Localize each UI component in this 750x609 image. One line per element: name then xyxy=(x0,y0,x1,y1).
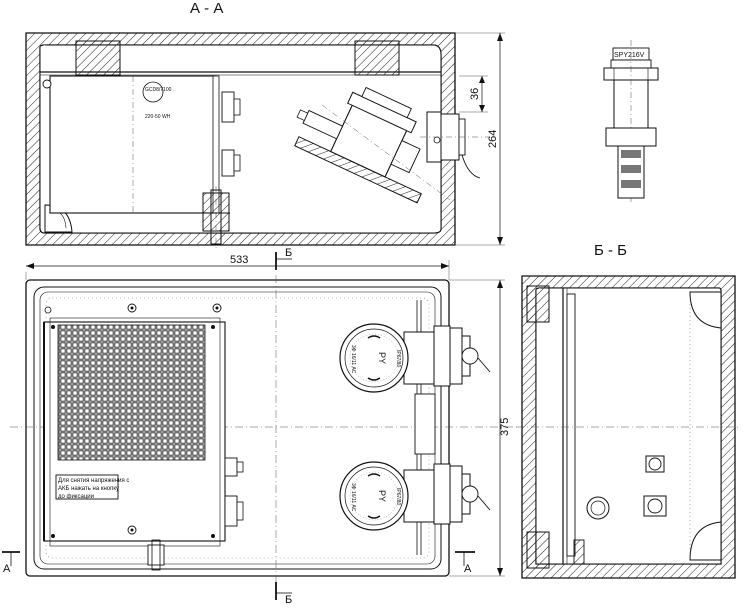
socket-2: PY 3Ф 16/11 АС IP67/80 xyxy=(339,461,491,531)
svg-text:GCD8/7100: GCD8/7100 xyxy=(145,87,172,93)
spy216v-label: SPY216V xyxy=(614,52,645,59)
svg-text:IP67/80: IP67/80 xyxy=(395,488,401,505)
cut-a-right: A xyxy=(464,563,472,575)
socket-1: PY 3Ф 16/11 АС IP67/80 xyxy=(339,323,491,393)
dim-36: 36 xyxy=(469,88,481,100)
warning-plate xyxy=(55,474,119,500)
socket-1-label: PY xyxy=(377,352,387,364)
dim-264: 264 xyxy=(487,130,499,148)
warning-line-1: Для снятия напряжения с xyxy=(58,478,129,484)
spy216v-component: SPY216V xyxy=(603,40,659,205)
cut-b-bottom: Б xyxy=(285,594,292,606)
dim-533: 533 xyxy=(230,254,248,266)
section-bb-title: Б - Б xyxy=(594,242,627,259)
warning-line-2: АКБ нажать на кнопку xyxy=(58,486,119,492)
section-aa: А - А GCD8/7100 220-50 WH xyxy=(25,0,505,248)
dim-375: 375 xyxy=(499,418,511,436)
section-aa-title: А - А xyxy=(190,0,223,17)
section-bb: Б - Б xyxy=(516,242,740,579)
cut-a-left: A xyxy=(3,563,11,575)
warning-line-3: до фиксации xyxy=(58,494,94,500)
plan-view: 533 Б xyxy=(2,247,520,606)
svg-text:IP67/80: IP67/80 xyxy=(395,350,401,367)
svg-text:3Ф 16/11 АС: 3Ф 16/11 АС xyxy=(350,345,356,374)
svg-text:3Ф 16/11 АС: 3Ф 16/11 АС xyxy=(350,483,356,512)
cut-b-top: Б xyxy=(285,247,292,259)
socket-2-label: PY xyxy=(377,490,387,502)
svg-text:220-50 WH: 220-50 WH xyxy=(145,114,171,120)
